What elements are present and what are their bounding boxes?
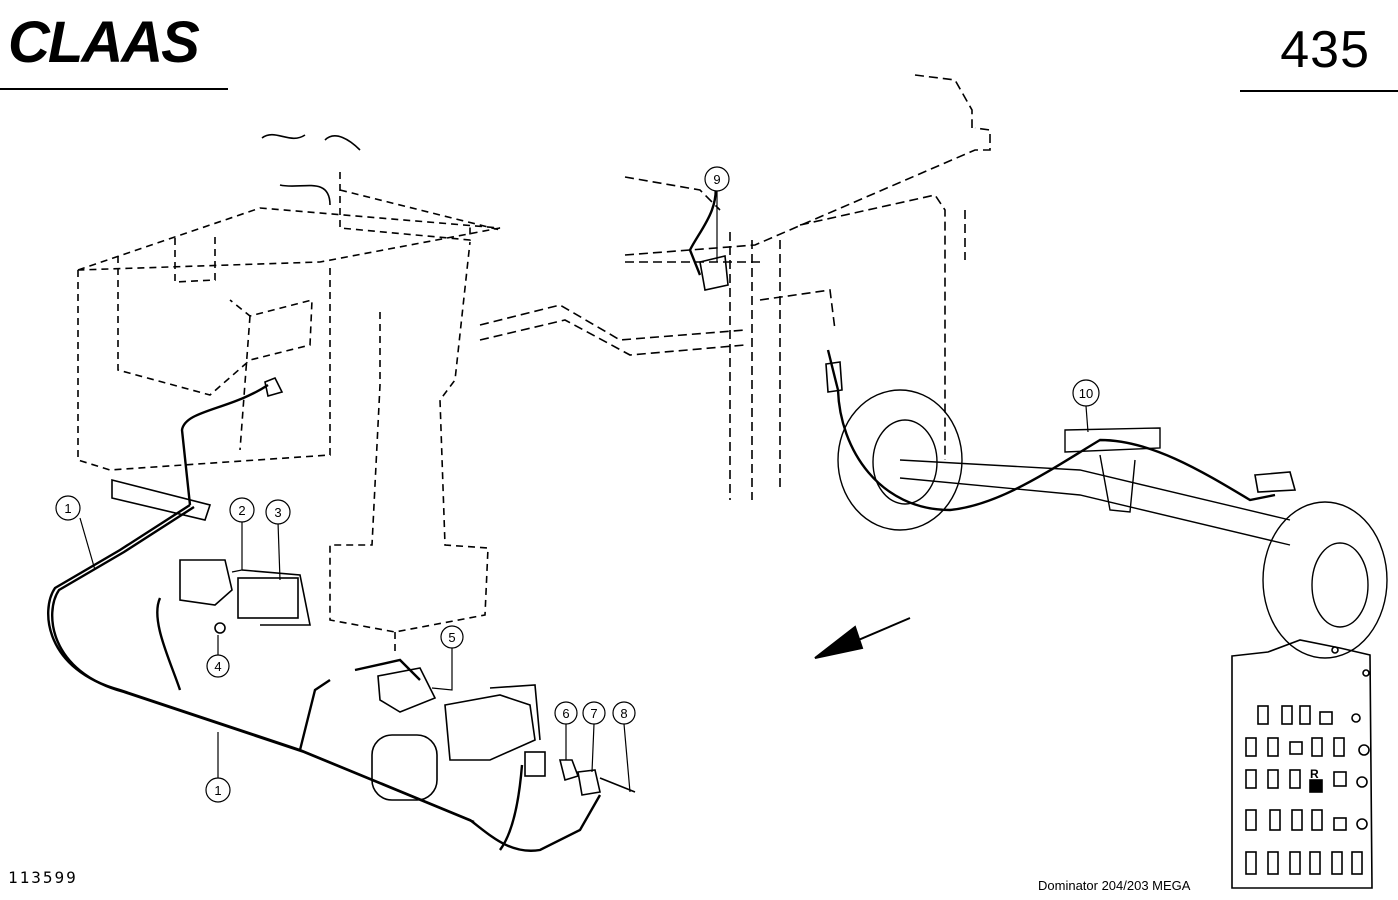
callout-2 — [229, 497, 255, 523]
callout-6 — [554, 701, 578, 725]
callout-3 — [265, 499, 291, 525]
claas-logo: CLAAS — [8, 14, 202, 70]
leader-7 — [591, 723, 595, 773]
callout-8-label: 8 — [620, 706, 627, 721]
callout-7 — [582, 701, 606, 725]
leader-10 — [1085, 405, 1089, 433]
logo-rule — [0, 88, 228, 90]
callout-4-label: 4 — [214, 659, 221, 674]
leader-8 — [623, 723, 631, 793]
page-number: 435 — [1280, 21, 1370, 79]
center-column — [329, 241, 489, 655]
callout-1b — [205, 777, 231, 803]
leader-5 — [431, 648, 453, 691]
leader-3 — [277, 521, 281, 581]
tank-outline — [77, 172, 501, 471]
callout-1a-label: 1 — [64, 501, 71, 516]
switch-panel-marker: R — [1310, 767, 1319, 781]
callout-9 — [704, 166, 730, 192]
callout-5 — [440, 625, 464, 649]
rear-axle — [837, 389, 1388, 659]
callout-5-label: 5 — [448, 630, 455, 645]
callout-8 — [612, 701, 636, 725]
callout-1a — [55, 495, 81, 521]
wiring-harness — [47, 179, 1276, 852]
callout-4 — [206, 654, 230, 678]
callout-7-label: 7 — [590, 706, 597, 721]
direction-arrow — [814, 617, 911, 659]
frame-rails — [479, 74, 991, 500]
claas-logo-text: CLAAS — [8, 14, 200, 70]
callout-10-label: 10 — [1079, 386, 1093, 401]
callout-6-label: 6 — [562, 706, 569, 721]
leader-2 — [231, 522, 243, 573]
callout-1b-label: 1 — [214, 783, 221, 798]
drawing-number: 113599 — [8, 868, 78, 887]
model-designation: Dominator 204/203 MEGA — [1038, 878, 1191, 893]
leader-1a — [79, 517, 96, 571]
callout-2-label: 2 — [238, 503, 245, 518]
switch-panel — [1231, 639, 1373, 889]
components — [111, 133, 1297, 801]
page-number-rule — [1240, 90, 1398, 92]
callout-10 — [1072, 379, 1100, 407]
callout-3-label: 3 — [274, 505, 281, 520]
callout-9-label: 9 — [713, 172, 720, 187]
